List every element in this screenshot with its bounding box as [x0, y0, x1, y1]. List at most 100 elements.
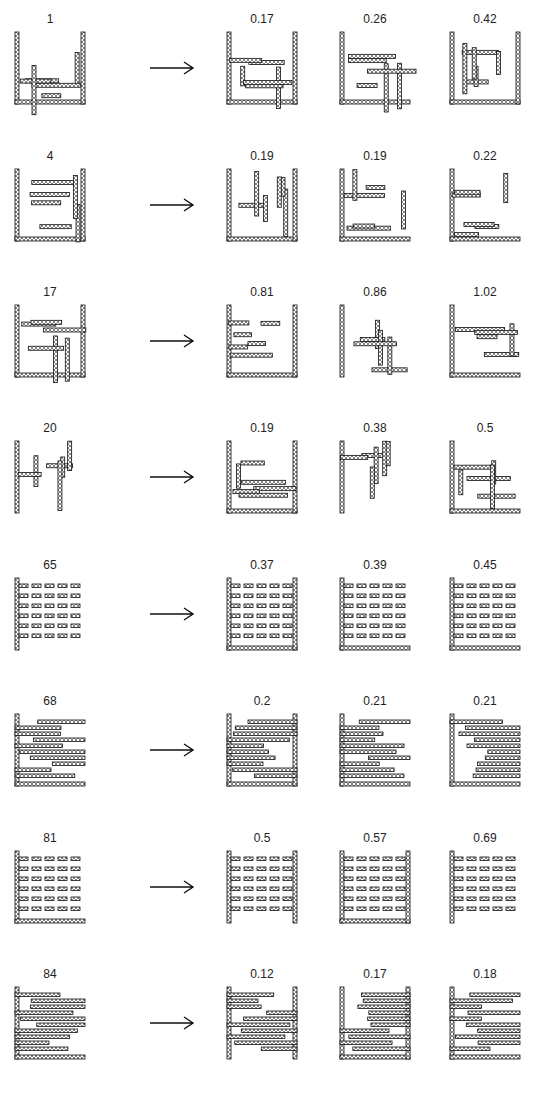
material-bar	[19, 867, 28, 871]
material-bar	[383, 867, 392, 871]
result-value: 0.19	[363, 149, 386, 163]
material-bar	[15, 726, 61, 730]
material-bar	[367, 69, 416, 73]
material-bar	[473, 774, 520, 778]
material-bar	[493, 614, 502, 618]
material-bar	[32, 867, 41, 871]
material-bar	[283, 867, 292, 871]
material-bar	[15, 305, 19, 377]
material-bar	[241, 1029, 297, 1033]
material-bar	[450, 851, 454, 923]
material-bar	[450, 100, 520, 104]
material-bar	[244, 877, 253, 881]
material-bar	[478, 494, 515, 498]
material-bar	[340, 305, 344, 377]
material-bar	[396, 604, 405, 608]
material-bar	[354, 342, 396, 346]
material-bar	[370, 467, 374, 498]
material-bar	[15, 993, 60, 997]
material-bar	[45, 584, 54, 588]
material-bar	[32, 604, 41, 608]
material-bar	[15, 774, 75, 778]
result-value: 0.81	[250, 285, 273, 299]
material-bar	[369, 1011, 410, 1015]
material-bar	[19, 604, 28, 608]
material-bar	[467, 614, 476, 618]
material-bar	[480, 594, 489, 598]
input-number: 17	[43, 285, 56, 299]
material-bar	[227, 1005, 261, 1009]
material-bar	[506, 604, 515, 608]
material-bar	[32, 614, 41, 618]
material-bar	[18, 472, 41, 476]
material-bar	[340, 987, 344, 1059]
material-bar	[45, 634, 54, 638]
input-number: 65	[43, 558, 56, 572]
material-bar	[467, 877, 476, 881]
material-bar	[450, 578, 454, 650]
material-bar	[383, 897, 392, 901]
material-bar	[340, 578, 344, 650]
material-bar	[478, 1041, 520, 1045]
material-bar	[467, 857, 476, 861]
result-value: 0.19	[250, 421, 273, 435]
material-bar	[340, 750, 396, 754]
material-bar	[227, 782, 297, 786]
material-bar	[45, 614, 54, 618]
material-bar	[270, 867, 279, 871]
material-bar	[15, 744, 63, 748]
material-bar	[283, 584, 292, 588]
material-bar	[58, 897, 67, 901]
material-bar	[477, 335, 497, 339]
material-bar	[231, 634, 240, 638]
material-bar	[248, 342, 266, 346]
material-bar	[396, 584, 405, 588]
material-bar	[15, 732, 61, 736]
material-bar	[71, 624, 80, 628]
material-bar	[450, 441, 454, 513]
material-bar	[52, 762, 85, 766]
material-bar	[230, 353, 272, 357]
material-bar	[493, 867, 502, 871]
material-bar	[19, 897, 28, 901]
material-bar	[257, 594, 266, 598]
material-bar	[493, 857, 502, 861]
material-bar	[450, 714, 454, 786]
material-bar	[71, 634, 80, 638]
material-bar	[340, 744, 404, 748]
material-bar	[506, 614, 515, 618]
material-bar	[506, 624, 515, 628]
material-bar	[283, 634, 292, 638]
material-bar	[493, 634, 502, 638]
material-bar	[470, 993, 520, 997]
material-bar	[242, 480, 286, 484]
material-bar	[340, 1029, 389, 1033]
material-bar	[227, 1023, 290, 1027]
material-bar	[45, 594, 54, 598]
material-bar	[21, 1017, 85, 1021]
material-bar	[480, 907, 489, 911]
material-bar	[467, 584, 476, 588]
material-bar	[244, 857, 253, 861]
material-bar	[357, 887, 366, 891]
result-value: 0.86	[363, 285, 386, 299]
material-bar	[450, 1055, 520, 1059]
material-bar	[228, 321, 249, 325]
material-bar	[81, 32, 85, 104]
material-bar	[230, 58, 262, 62]
input-number: 84	[43, 967, 56, 981]
material-bar	[474, 738, 520, 742]
material-bar	[344, 624, 353, 628]
material-bar	[244, 867, 253, 871]
material-bar	[344, 193, 384, 197]
material-bar	[468, 1011, 520, 1015]
material-bar	[454, 594, 463, 598]
material-bar	[261, 1047, 297, 1051]
material-bar	[71, 887, 80, 891]
material-bar	[344, 614, 353, 618]
material-bar	[244, 584, 253, 588]
material-bar	[357, 83, 377, 87]
material-bar	[450, 169, 454, 241]
material-bar	[32, 624, 41, 628]
material-bar	[340, 1041, 392, 1045]
